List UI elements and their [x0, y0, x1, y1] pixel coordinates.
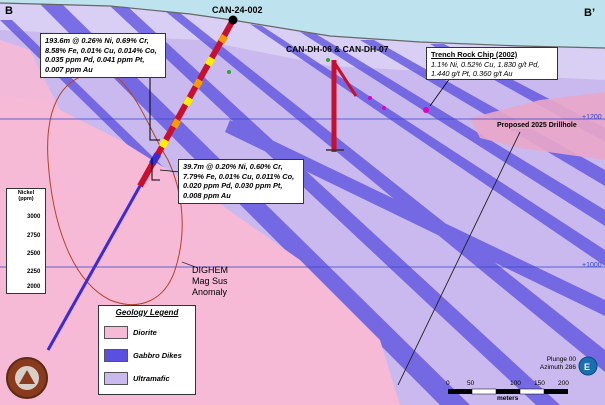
plunge-label: Plunge 00: [546, 356, 576, 363]
trench-leader: [429, 77, 451, 107]
gabbro-dike: [300, 32, 605, 226]
intercept-1-line: 8.58% Fe, 0.01% Cu, 0.014% Co,: [45, 45, 157, 55]
trench-line: 1.440 g/t Pt, 0.360 g/t Au: [431, 69, 513, 79]
intercept-1-bracket: [149, 54, 160, 141]
intercept-1-callout: 193.6m @ 0.26% Ni, 0.69% Cr, 8.58% Fe, 0…: [40, 33, 166, 78]
scale-tick: 150: [534, 380, 545, 387]
anomaly-label-line: Mag Sus: [192, 276, 228, 286]
sample-marker: [227, 70, 231, 74]
legend-label-diorite: Diorite: [133, 328, 157, 337]
scale-bar: [448, 388, 568, 395]
intercept-2-line: 0.020 ppm Pd, 0.030 ppm Pt,: [183, 181, 283, 191]
geology-legend: Geology Legend Diorite Gabbro Dikes Ultr…: [98, 305, 196, 395]
colorbar-tick: 2000: [27, 284, 41, 290]
gabbro-dike: [165, 11, 605, 372]
trench-callout: Trench Rock Chip (2002) 1.1% Ni, 0.52% C…: [426, 47, 558, 80]
legend-swatch-ultramafic: [104, 372, 128, 385]
legend-label-ultramafic: Ultramafic: [133, 374, 170, 383]
intercept-1-line: 0.035 ppm Pd, 0.041 ppm Pt,: [45, 55, 145, 65]
collar-marker-main: [228, 15, 238, 25]
section-start-label: B: [5, 5, 13, 17]
view-compass-icon: [578, 356, 598, 376]
main-drillhole-label: CAN-24-002: [212, 5, 263, 15]
colorbar-tick: 2750: [27, 233, 41, 239]
scale-tick: 50: [467, 380, 475, 387]
legend-swatch-gabbro: [104, 349, 128, 362]
gabbro-dike: [110, 6, 560, 405]
topography-line: [0, 2, 605, 49]
secondary-drillhole-label: CAN-DH-06 & CAN-DH-07: [286, 44, 389, 54]
colorbar-tick: 3000: [27, 214, 41, 220]
view-info: Plunge 00 Azimuth 286: [532, 356, 576, 372]
elevation-label-1000: +1000: [582, 262, 602, 269]
sample-marker: [326, 58, 330, 62]
elevation-label-1200: +1200: [582, 114, 602, 121]
scale-tick: 0: [446, 380, 450, 387]
intercept-2-line: 39.7m @ 0.20% Ni, 0.60% Cr,: [183, 162, 283, 171]
gabbro-dike: [250, 24, 605, 266]
colorbar-title: Nickel (ppm): [17, 190, 35, 202]
svg-text:E: E: [584, 362, 590, 372]
trench-line: 1.1% Ni, 0.52% Cu, 1.830 g/t Pd,: [431, 59, 540, 69]
anomaly-label: DIGHEM Mag Sus Anomaly: [192, 265, 228, 298]
gabbro-dike: [40, 4, 470, 405]
intercept-1-line: 193.6m @ 0.26% Ni, 0.69% Cr,: [45, 36, 149, 45]
intercept-2-callout: 39.7m @ 0.20% Ni, 0.60% Cr, 7.79% Fe, 0.…: [178, 159, 304, 204]
sample-marker: [382, 106, 386, 110]
trench-sample-marker: [423, 107, 429, 113]
scale-unit: meters: [497, 395, 519, 402]
sample-marker: [368, 96, 372, 100]
anomaly-label-line: Anomaly: [192, 287, 228, 297]
scale-tick: 100: [510, 380, 521, 387]
colorbar-tick: 2500: [27, 251, 41, 257]
anomaly-label-line: DIGHEM: [192, 265, 228, 275]
diorite-upper-left: [0, 40, 60, 120]
intercept-2-bracket: [151, 158, 160, 181]
intercept-2-line: 7.79% Fe, 0.01% Cu, 0.011% Co,: [183, 171, 295, 181]
proposed-drillhole-trace: [397, 131, 521, 386]
legend-label-gabbro: Gabbro Dikes: [133, 351, 182, 360]
scale-tick: 200: [558, 380, 569, 387]
trench-title: Trench Rock Chip (2002): [431, 50, 518, 59]
secondary-drillhole-branch: [332, 61, 358, 97]
anomaly-outline: [47, 72, 183, 305]
intercept-2-line: 0.008 ppm Au: [183, 190, 231, 200]
legend-title: Geology Legend: [115, 308, 179, 317]
azimuth-label: Azimuth 286: [539, 364, 576, 371]
intercept-1-line: 0.007 ppm Au: [45, 64, 93, 74]
legend-swatch-diorite: [104, 326, 128, 339]
main-drillhole-assay-ticks: [148, 34, 228, 166]
colorbar-tick: 2250: [27, 269, 41, 275]
proposed-drillhole-label: Proposed 2025 Drillhole: [497, 122, 577, 129]
nickel-colorbar-panel: Nickel (ppm) 3000 2750 2500 2250 2000: [6, 188, 46, 294]
section-end-label: B’: [584, 7, 595, 19]
